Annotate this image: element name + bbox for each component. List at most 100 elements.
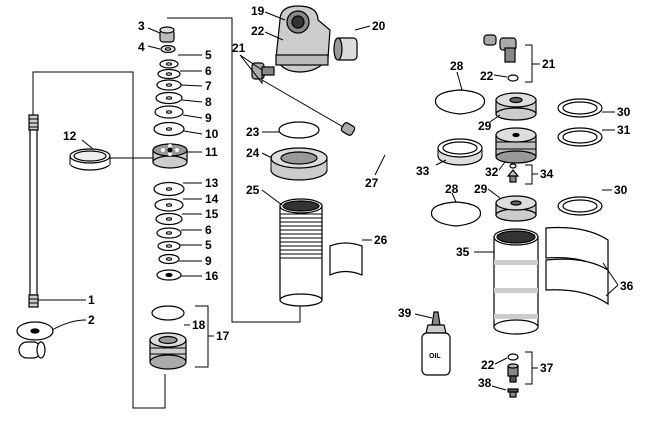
label-1: 1	[88, 293, 95, 307]
label-28b: 28	[445, 182, 459, 196]
floating-piston	[495, 127, 537, 164]
oil-bottle: OIL	[421, 311, 451, 376]
label-21b: 21	[542, 57, 556, 71]
leader-19	[264, 11, 286, 21]
hose-fitting-upper	[483, 34, 497, 46]
leader-32	[498, 161, 506, 171]
bleed-valve	[506, 163, 520, 183]
piston-shaft	[28, 114, 39, 308]
label-37: 37	[540, 361, 554, 375]
leader-36	[602, 262, 619, 297]
left-stack-leaders	[147, 27, 203, 277]
leader-24	[261, 152, 273, 159]
reservoir-body	[279, 198, 323, 307]
label-13: 13	[205, 176, 219, 190]
reservoir-cap-upper	[495, 92, 537, 121]
label-26: 26	[374, 233, 388, 247]
reservoir-disc	[278, 121, 320, 139]
snap-ring-upper	[434, 89, 486, 115]
guide-ring	[69, 148, 111, 171]
leader-38	[491, 385, 507, 391]
label-6b: 6	[205, 223, 212, 237]
label-35: 35	[456, 245, 470, 259]
leader-29a	[489, 114, 501, 123]
label-20: 20	[372, 19, 386, 33]
label-6: 6	[205, 64, 212, 78]
reservoir-bushing	[333, 37, 358, 61]
leader-27	[374, 154, 386, 176]
leader-22a	[264, 31, 284, 41]
label-22c: 22	[481, 358, 495, 372]
label-3: 3	[138, 19, 145, 33]
leader-25	[261, 189, 283, 206]
label-32: 32	[485, 165, 499, 179]
label-30a: 30	[617, 105, 631, 119]
label-29b: 29	[474, 182, 488, 196]
label-21a: 21	[232, 41, 246, 55]
washer-stack-upper	[153, 26, 185, 137]
bracket-17	[195, 305, 209, 368]
label-29a: 29	[478, 119, 492, 133]
connector-reservoir-bracket	[167, 17, 301, 323]
label-12: 12	[63, 129, 77, 143]
seal-head	[149, 332, 187, 370]
connector-shaft-bracket	[32, 71, 166, 409]
label-27: 27	[365, 176, 379, 190]
leader-39	[414, 313, 433, 319]
oring-22c	[507, 353, 519, 361]
bracket-34	[525, 164, 533, 185]
reservoir-collar	[270, 147, 328, 181]
label-39: 39	[398, 306, 412, 320]
leader-12	[81, 139, 94, 150]
bracket-37	[525, 351, 533, 385]
label-5: 5	[205, 48, 212, 62]
label-10: 10	[205, 127, 219, 141]
label-2: 2	[88, 313, 95, 327]
banjo-fitting-right	[499, 37, 517, 63]
label-8: 8	[205, 95, 212, 109]
leader-20	[354, 25, 371, 31]
seal-ring-lower	[557, 196, 603, 216]
hose-fitting-lower	[340, 122, 356, 136]
label-36: 36	[620, 279, 634, 293]
label-34: 34	[540, 167, 554, 181]
reservoir-head	[275, 5, 331, 73]
leader-2	[51, 319, 87, 331]
leader-22c	[494, 357, 508, 365]
label-30b: 30	[614, 183, 628, 197]
leader-28a	[456, 71, 463, 91]
bracket-21b	[525, 44, 533, 83]
reservoir-cap-lower	[495, 195, 537, 222]
piston	[152, 143, 188, 169]
snap-ring-lower	[430, 201, 482, 227]
seal-ring-upper	[557, 98, 603, 118]
oring-22b	[507, 74, 519, 82]
leader-28b	[451, 192, 457, 203]
label-4: 4	[138, 40, 145, 54]
label-22b: 22	[480, 69, 494, 83]
label-38: 38	[478, 376, 492, 390]
label-18: 18	[192, 318, 206, 332]
label-31: 31	[617, 123, 631, 137]
label-33: 33	[416, 164, 430, 178]
reservoir-canister	[493, 228, 539, 335]
label-7: 7	[205, 79, 212, 93]
seal-head-oring	[151, 305, 185, 321]
label-28a: 28	[450, 59, 464, 73]
leader-22b	[493, 74, 508, 78]
label-24: 24	[246, 146, 260, 160]
label-11: 11	[205, 145, 218, 159]
label-9b: 9	[205, 254, 212, 268]
label-23: 23	[246, 125, 260, 139]
label-19: 19	[251, 4, 265, 18]
reservoir-sleeve	[329, 242, 363, 276]
wear-band	[437, 138, 483, 166]
seal-ring-middle	[557, 127, 603, 147]
oil-bottle-text: OIL	[429, 353, 441, 360]
leader-21a	[239, 54, 263, 85]
leader-33	[435, 159, 447, 166]
shaft-eyelet	[16, 321, 54, 359]
hose-inner	[349, 28, 501, 145]
canister-decals	[545, 226, 609, 306]
